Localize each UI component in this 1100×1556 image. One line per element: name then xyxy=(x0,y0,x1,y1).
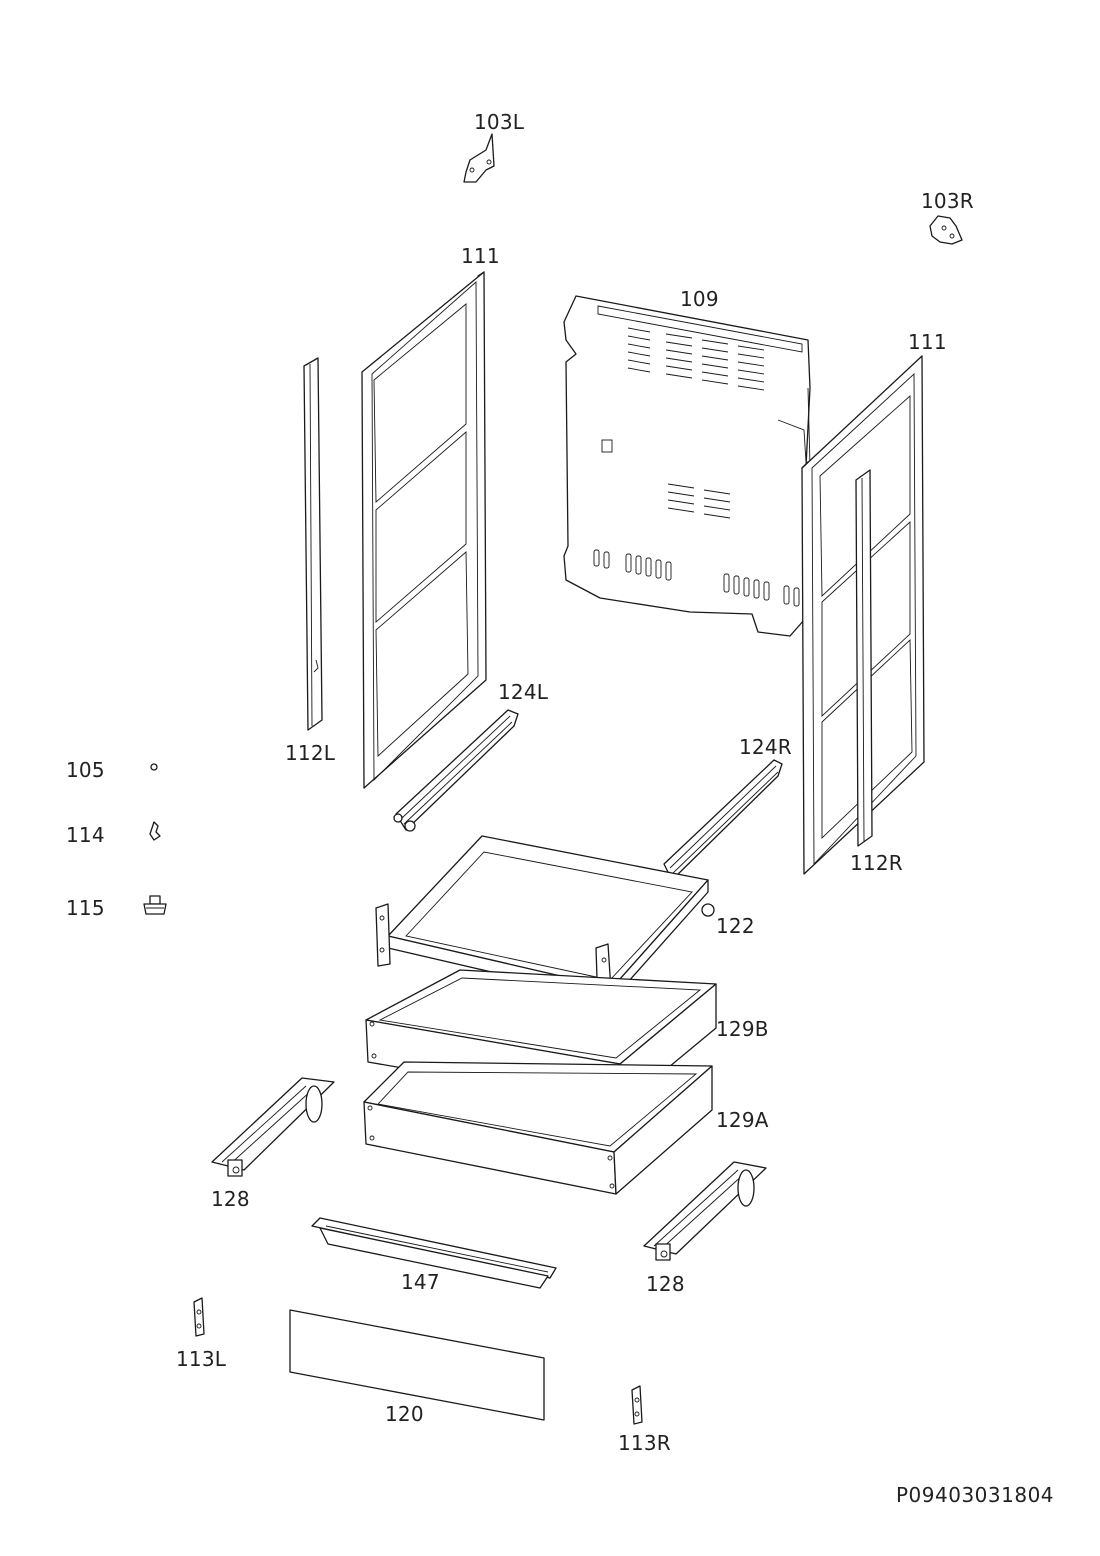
label-115: 115 xyxy=(66,896,105,920)
label-109: 109 xyxy=(680,287,719,311)
label-128-left: 128 xyxy=(211,1187,250,1211)
label-124L: 124L xyxy=(498,680,549,704)
part-120-front-panel xyxy=(289,1309,545,1421)
part-124R-rail xyxy=(663,759,783,883)
part-114-clip xyxy=(149,821,161,841)
part-147-handle xyxy=(311,1217,557,1289)
label-112R: 112R xyxy=(850,851,903,875)
part-115-foot xyxy=(143,895,167,915)
label-120: 120 xyxy=(385,1402,424,1426)
part-103R-bracket xyxy=(929,215,963,245)
part-111-left-frame xyxy=(361,271,487,789)
part-109-back-panel xyxy=(563,295,811,637)
label-124R: 124R xyxy=(739,735,792,759)
label-129B: 129B xyxy=(716,1017,769,1041)
label-114: 114 xyxy=(66,823,105,847)
label-103R: 103R xyxy=(921,189,974,213)
label-105: 105 xyxy=(66,758,105,782)
part-124L-rail xyxy=(393,709,519,832)
label-103L: 103L xyxy=(474,110,525,134)
label-113R: 113R xyxy=(618,1431,671,1455)
label-147: 147 xyxy=(401,1270,440,1294)
label-113L: 113L xyxy=(176,1347,227,1371)
label-122: 122 xyxy=(716,914,755,938)
document-code: P09403031804 xyxy=(896,1483,1055,1507)
label-112L: 112L xyxy=(285,741,336,765)
part-128-right-runner xyxy=(643,1161,767,1261)
part-129A-tray xyxy=(363,1061,713,1195)
label-111-right: 111 xyxy=(908,330,947,354)
label-129A: 129A xyxy=(716,1108,769,1132)
part-128-left-runner xyxy=(211,1077,335,1177)
label-128-right: 128 xyxy=(646,1272,685,1296)
part-112L-strip xyxy=(303,357,323,731)
label-111-left: 111 xyxy=(461,244,500,268)
part-112R-strip xyxy=(855,469,873,847)
part-105-ball xyxy=(150,763,158,771)
part-103L-bracket xyxy=(463,133,495,183)
part-113R-bracket xyxy=(631,1385,643,1425)
part-113L-bracket xyxy=(193,1297,205,1337)
